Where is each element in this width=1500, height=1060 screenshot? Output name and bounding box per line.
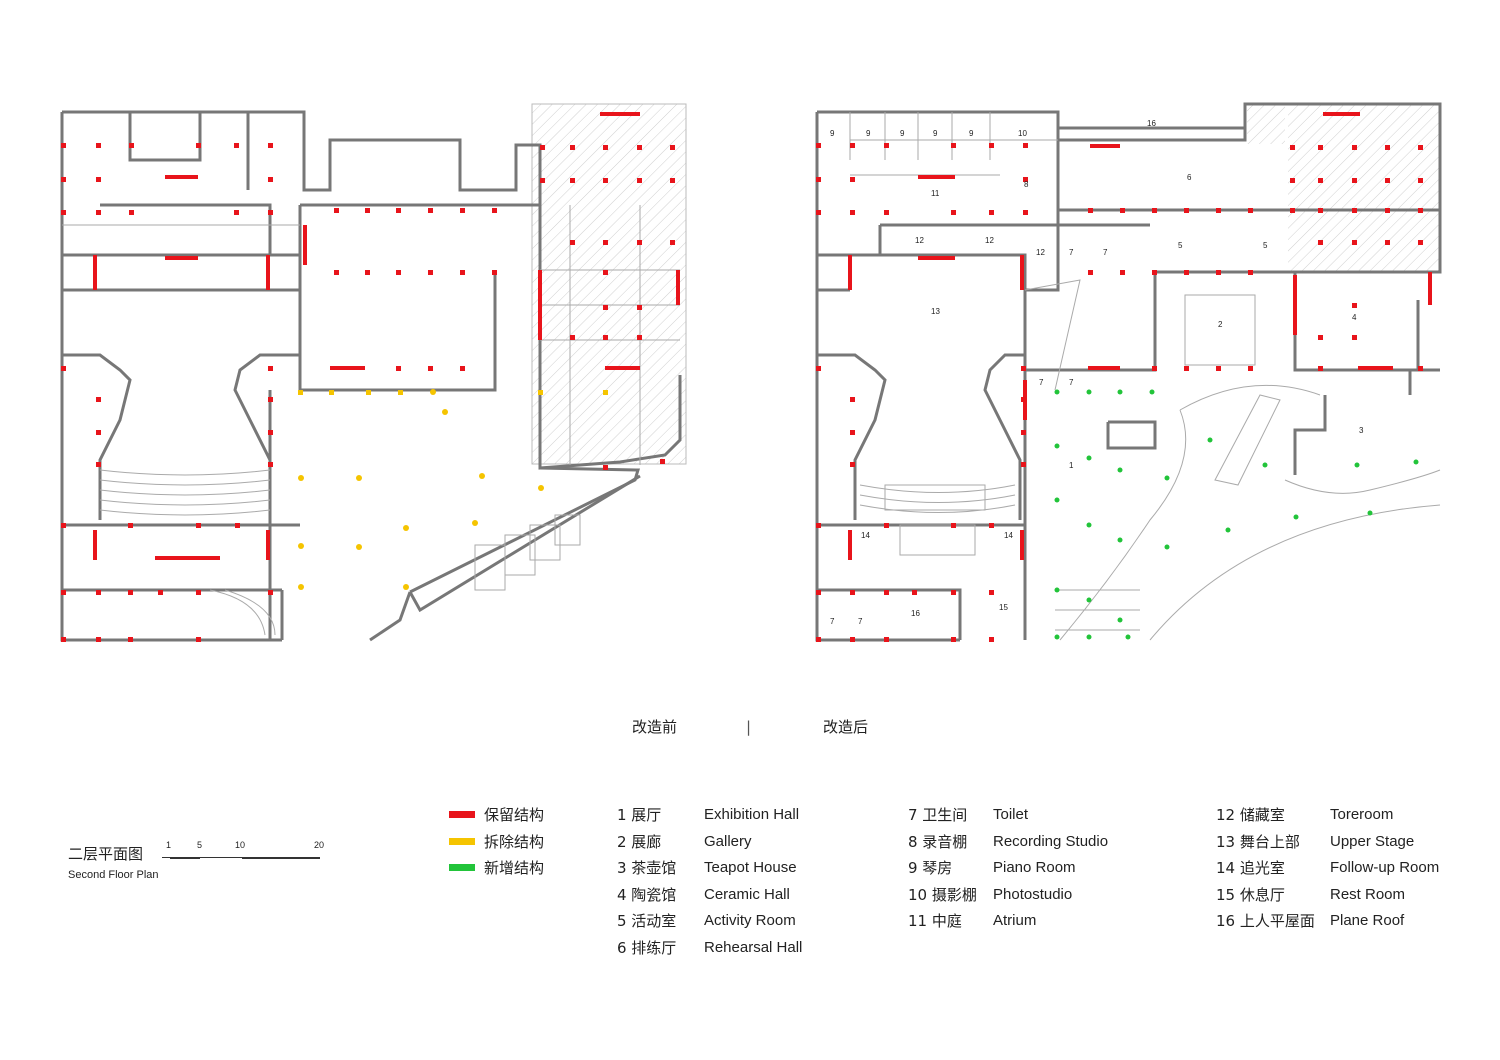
room-label: 12	[985, 236, 994, 245]
room-label: 16	[1147, 119, 1156, 128]
plan-title-zh: 二层平面图	[68, 845, 144, 863]
room-legend-zh: 7 卫生间	[908, 806, 968, 824]
room-legend-zh: 11 中庭	[908, 912, 962, 930]
room-legend-zh: 10 摄影棚	[908, 886, 977, 904]
room-legend-en: Photostudio	[993, 886, 1073, 903]
room-legend-en: Ceramic Hall	[704, 886, 790, 903]
room-legend-zh: 14 追光室	[1216, 859, 1285, 877]
room-label: 9	[866, 129, 871, 138]
room-label: 4	[1352, 313, 1357, 322]
room-legend-zh: 16 上人平屋面	[1216, 912, 1315, 930]
room-legend-zh: 9 琴房	[908, 859, 953, 877]
scale-tick: 1	[166, 840, 172, 850]
scale-tick: 5	[197, 840, 203, 850]
room-legend-en: Plane Roof	[1330, 912, 1405, 929]
room-label: 14	[1004, 531, 1013, 540]
legend-label: 拆除结构	[484, 833, 545, 851]
plan-before	[60, 103, 687, 642]
room-legend-en: Rehearsal Hall	[704, 939, 803, 956]
room-label: 7	[1069, 378, 1074, 387]
room-label: 9	[933, 129, 938, 138]
room-legend-zh: 3 茶壶馆	[617, 859, 677, 877]
new-structure-swatch	[449, 864, 475, 871]
room-label: 1	[1069, 461, 1074, 470]
room-label: 5	[1263, 241, 1268, 250]
room-legend-en: Teapot House	[704, 859, 797, 876]
room-label: 16	[911, 609, 920, 618]
room-legend-en: Toreroom	[1330, 806, 1394, 823]
caption-before: 改造前	[632, 718, 678, 736]
room-legend-zh: 2 展廊	[617, 833, 662, 851]
room-label: 7	[830, 617, 835, 626]
room-legend-en: Piano Room	[993, 859, 1076, 876]
room-legend-zh: 12 储藏室	[1216, 806, 1285, 824]
room-legend-en: Upper Stage	[1330, 833, 1415, 850]
room-label: 14	[861, 531, 870, 540]
room-legend-en: Toilet	[993, 806, 1029, 823]
room-label: 5	[1178, 241, 1183, 250]
room-legend-en: Rest Room	[1330, 886, 1406, 903]
room-label: 7	[1069, 248, 1074, 257]
room-legend-en: Activity Room	[704, 912, 796, 929]
scale-tick: 10	[235, 840, 246, 850]
room-legend-en: Atrium	[993, 912, 1037, 929]
room-legend-en: Gallery	[704, 833, 752, 850]
room-label: 11	[931, 189, 940, 198]
room-number-labels: 16 9 9 9 9 9 10 8 6 11 12 12 12 7 7 5 5 …	[830, 119, 1364, 626]
room-legend-en: Exhibition Hall	[704, 806, 800, 823]
demolished-structure-swatch	[449, 838, 475, 845]
room-legend-en: Follow-up Room	[1330, 859, 1440, 876]
room-label: 7	[1039, 378, 1044, 387]
room-label: 13	[931, 307, 940, 316]
room-legend-zh: 5 活动室	[617, 912, 677, 930]
room-legend-zh: 1 展厅	[617, 806, 662, 824]
room-legend-zh: 15 休息厅	[1216, 886, 1285, 904]
room-label: 6	[1187, 173, 1192, 182]
room-label: 8	[1024, 180, 1029, 189]
room-label: 2	[1218, 320, 1223, 329]
room-legend-zh: 6 排练厅	[617, 939, 677, 957]
caption-divider: |	[746, 718, 752, 736]
plan-after: 16 9 9 9 9 9 10 8 6 11 12 12 12 7 7 5 5 …	[815, 102, 1442, 642]
room-label: 7	[1103, 248, 1108, 257]
room-label: 3	[1359, 426, 1364, 435]
caption-after: 改造后	[823, 718, 869, 736]
room-legend-zh: 13 舞台上部	[1216, 833, 1300, 851]
room-legend-en: Recording Studio	[993, 833, 1109, 850]
retained-structure-swatch	[449, 811, 475, 818]
legend-label: 保留结构	[484, 806, 545, 824]
room-label: 9	[830, 129, 835, 138]
room-label: 15	[999, 603, 1008, 612]
room-legend-zh: 4 陶瓷馆	[617, 886, 677, 904]
room-label: 10	[1018, 129, 1027, 138]
legend-label: 新增结构	[484, 859, 545, 877]
room-label: 7	[858, 617, 863, 626]
room-label: 12	[915, 236, 924, 245]
room-label: 12	[1036, 248, 1045, 257]
plan-title-en: Second Floor Plan	[68, 869, 159, 881]
scale-tick: 20	[314, 840, 325, 850]
room-label: 9	[969, 129, 974, 138]
room-legend-zh: 8 录音棚	[908, 833, 968, 851]
room-label: 9	[900, 129, 905, 138]
